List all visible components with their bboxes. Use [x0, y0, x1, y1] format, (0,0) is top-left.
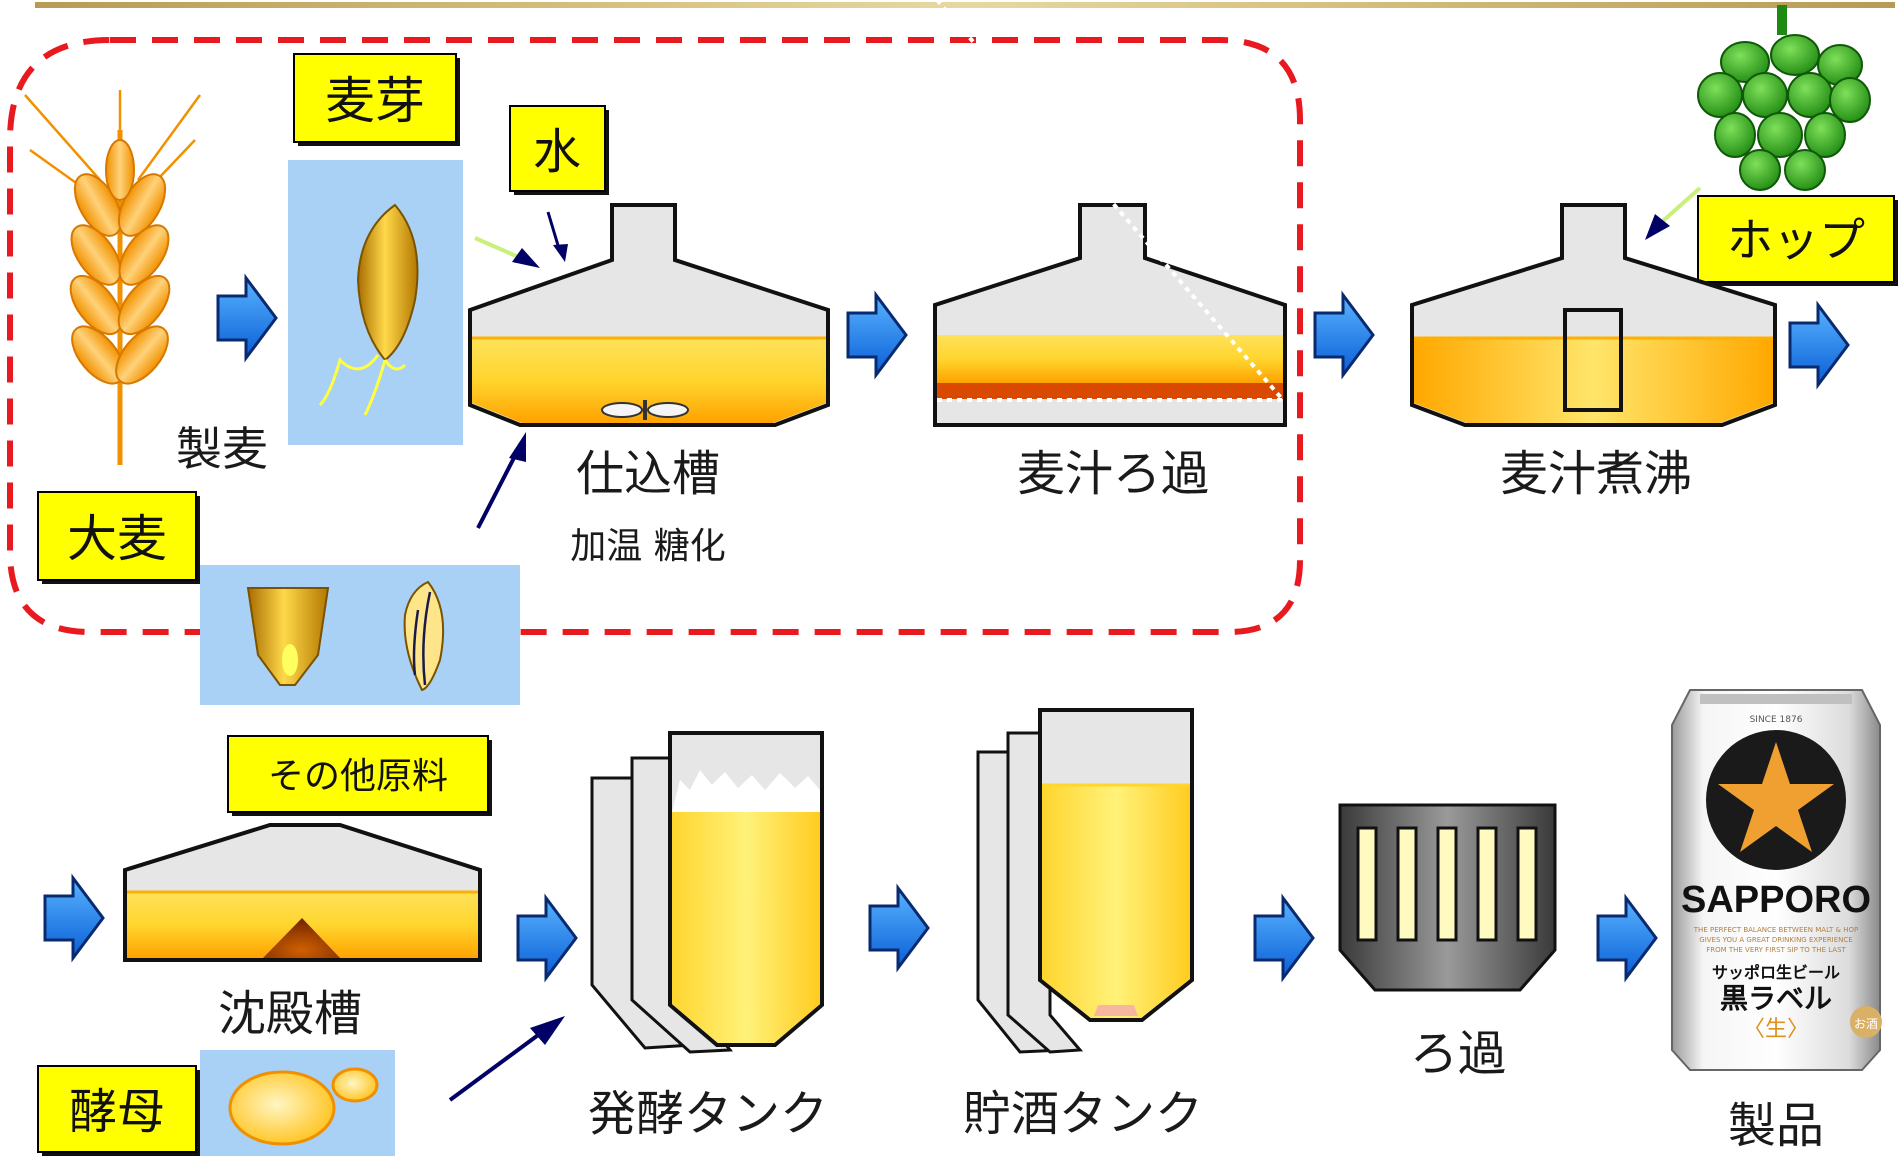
barley-input-arrow [476, 432, 526, 529]
mash-tun-vessel [468, 203, 830, 427]
flow-arrow-icon [1596, 893, 1658, 983]
water-input-arrow [546, 211, 568, 262]
step-lautering: 麦汁ろ過 [1017, 446, 1209, 502]
flow-arrow-icon [868, 883, 930, 973]
can-tagline-3: FROM THE VERY FIRST SIP TO THE LAST [1706, 946, 1846, 954]
yeast-cell-panel [200, 1050, 395, 1156]
hop-icon [1697, 5, 1871, 191]
label-other-materials: その他原料 [227, 735, 492, 816]
svg-text:その他原料: その他原料 [268, 756, 448, 797]
step-filtration: ろ過 [1410, 1026, 1506, 1082]
can-tagline-2: GIVES YOU A GREAT DRINKING EXPERIENCE [1699, 936, 1852, 944]
svg-text:ホップ: ホップ [1727, 213, 1865, 267]
malt-input-arrow [474, 236, 540, 268]
storage-tanks [976, 708, 1194, 1054]
barley-grain-panel [200, 565, 520, 705]
can-brand: SAPPORO [1681, 879, 1871, 921]
svg-text:水: 水 [533, 124, 581, 180]
step-boiling: 麦汁煮沸 [1500, 446, 1692, 502]
flow-arrow-icon [516, 893, 578, 983]
product-beer-can: SINCE 1876 SAPPORO THE PERFECT BALANCE B… [1671, 689, 1882, 1071]
lauter-tun-vessel [933, 0, 1287, 427]
step-fermentation: 発酵タンク [588, 1086, 828, 1142]
can-badge: お酒 [1854, 1017, 1878, 1031]
label-barley: 大麦 [37, 491, 200, 584]
filter-unit [1338, 803, 1557, 992]
svg-text:大麦: 大麦 [67, 510, 167, 568]
flow-arrow-icon [43, 873, 105, 963]
can-tagline-1: THE PERFECT BALANCE BETWEEN MALT & HOP [1693, 926, 1858, 934]
can-since-text: SINCE 1876 [1750, 715, 1803, 725]
step-mash-tun: 仕込槽 [576, 446, 720, 502]
settling-tank-vessel [123, 823, 482, 962]
flow-arrow-icon [1788, 300, 1850, 390]
top-rule [35, 2, 1895, 8]
star-icon [1718, 742, 1834, 852]
step-mash-tun-sub: 加温 糖化 [570, 526, 725, 567]
step-product: 製品 [1728, 1098, 1824, 1154]
step-storage: 貯酒タンク [963, 1086, 1203, 1142]
malt-grain-panel [288, 160, 463, 445]
barley-ear-icon [24, 90, 202, 465]
can-nama: 〈生〉 [1743, 1017, 1809, 1042]
label-malt: 麦芽 [293, 53, 460, 146]
brewhouse-dashed-boundary [7, 37, 1303, 635]
can-product-name: 黒ラベル [1720, 982, 1832, 1015]
can-sub-brand: サッポロ生ビール [1712, 963, 1840, 982]
flow-arrow-icon [216, 273, 278, 363]
step-malting: 製麦 [176, 422, 268, 476]
label-yeast: 酵母 [37, 1065, 200, 1156]
label-water: 水 [509, 105, 609, 195]
svg-text:酵母: 酵母 [69, 1084, 165, 1140]
hop-input-arrow [1645, 186, 1702, 240]
fermentation-tanks [590, 731, 824, 1054]
wort-kettle-vessel [1410, 203, 1777, 427]
step-settling: 沈殿槽 [218, 986, 362, 1042]
flow-arrow-icon [1313, 290, 1375, 380]
flow-arrow-icon [1253, 893, 1315, 983]
svg-text:麦芽: 麦芽 [325, 72, 425, 130]
yeast-input-arrow [448, 1016, 565, 1102]
flow-arrow-icon [846, 290, 908, 380]
label-hop: ホップ [1697, 195, 1898, 286]
